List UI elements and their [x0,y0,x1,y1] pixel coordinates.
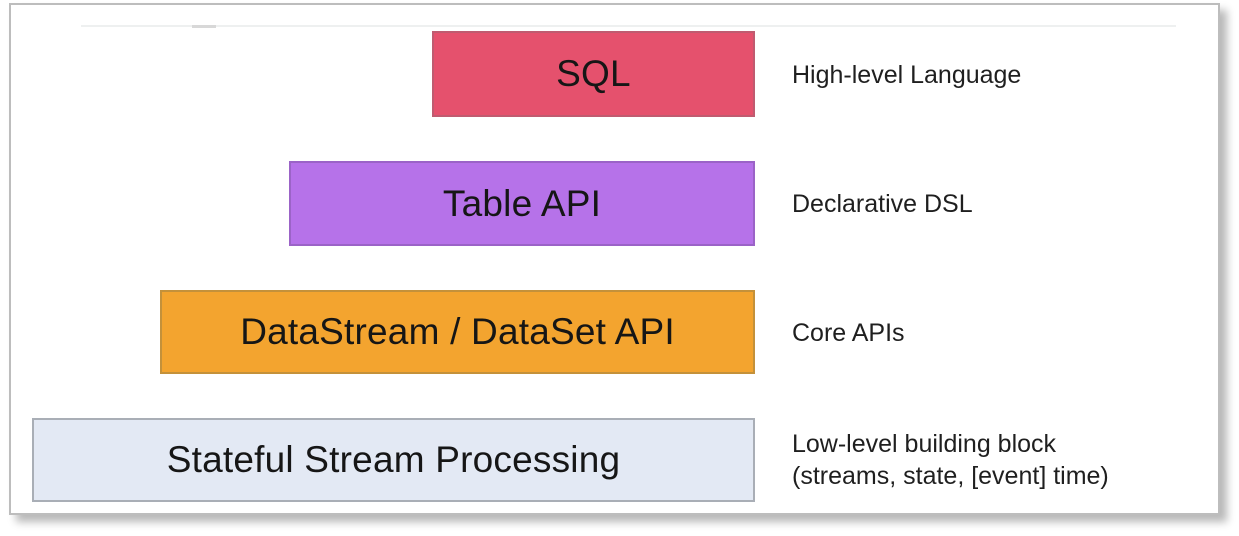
layer-annotation-datastream-dataset-api: Core APIs [792,319,905,347]
layer-label-sql: SQL [556,53,631,94]
slide-frame: SQL High-level Language Table API Declar… [9,3,1220,515]
layer-label-datastream-dataset-api: DataStream / DataSet API [240,311,675,352]
layer-label-table-api: Table API [442,182,602,224]
layer-annotation-sql: High-level Language [792,61,1022,89]
layer-box-sql: SQL [432,31,755,117]
layer-annotation-table-api: Declarative DSL [792,190,973,218]
layer-box-stateful-stream-processing: Stateful Stream Processing [32,418,755,502]
layer-box-datastream-dataset-api: DataStream / DataSet API [160,290,755,374]
layer-box-table-api: Table API [289,161,755,246]
layer-annotation-stateful-stream-processing: Low-level building block (streams, state… [792,430,1109,490]
layer-label-stateful-stream-processing: Stateful Stream Processing [166,439,621,480]
slide-artifact-line [81,25,1176,27]
slide-artifact-dash [192,25,216,28]
